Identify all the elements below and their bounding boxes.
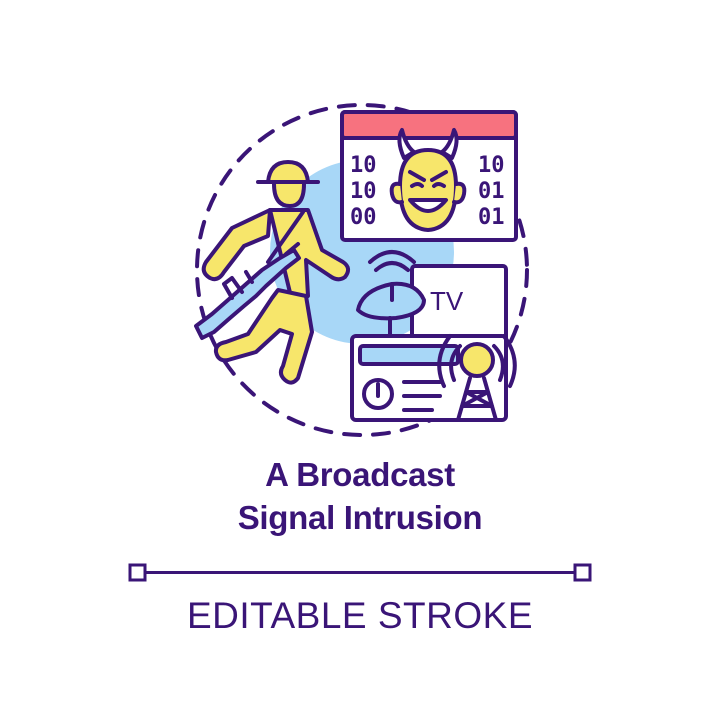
digit-row-left-3: 00 bbox=[350, 205, 377, 230]
concept-illustration: 10 10 00 10 01 01 TV bbox=[194, 103, 529, 437]
editable-stroke-caption: EDITABLE STROKE bbox=[186, 595, 534, 636]
divider-line bbox=[128, 563, 592, 582]
divider-handle-left bbox=[128, 563, 147, 582]
soldier-icon bbox=[201, 160, 350, 385]
calendar-digits-left: 10 10 00 bbox=[350, 153, 377, 230]
title-line-1: A Broadcast bbox=[265, 456, 455, 493]
calendar-digits-right: 10 01 01 bbox=[478, 153, 505, 230]
digit-row-left-1: 10 bbox=[350, 153, 377, 178]
power-button-icon bbox=[362, 378, 394, 410]
title-line-2: Signal Intrusion bbox=[237, 499, 483, 536]
rifle-icon bbox=[194, 242, 301, 340]
satellite-dish-icon bbox=[356, 250, 426, 338]
digit-row-left-2: 10 bbox=[350, 179, 377, 204]
devil-face-icon bbox=[389, 128, 467, 232]
tv-label: TV bbox=[430, 286, 464, 316]
divider-handle-right bbox=[573, 563, 592, 582]
digit-row-right-1: 10 bbox=[478, 153, 505, 178]
digit-row-right-3: 01 bbox=[478, 205, 505, 230]
digit-row-right-2: 01 bbox=[478, 179, 505, 204]
dashed-circle-frame bbox=[195, 103, 529, 437]
radio-tower-icon bbox=[437, 334, 517, 422]
tv-screen: TV bbox=[410, 264, 508, 344]
